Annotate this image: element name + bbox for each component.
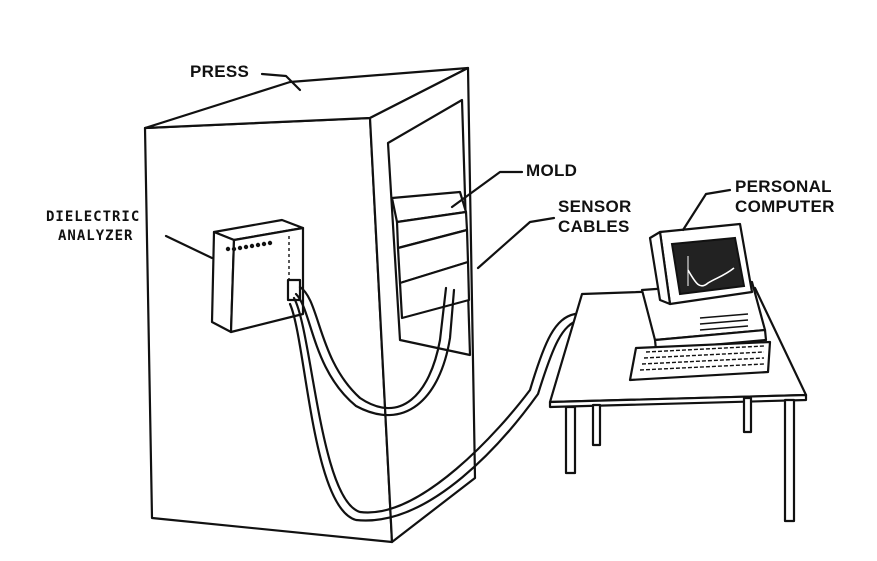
analyzer-front bbox=[229, 226, 305, 334]
sensor-cables-label-line1: SENSOR bbox=[558, 197, 632, 216]
cable-to-mold-b bbox=[294, 288, 456, 417]
monitor-screen bbox=[670, 236, 746, 296]
press-label: PRESS bbox=[190, 62, 250, 81]
cable-to-mold-a bbox=[298, 285, 448, 410]
cable-to-computer-a bbox=[292, 296, 642, 514]
dielectric-analyzer-box bbox=[210, 218, 305, 334]
personal-computer-label-line2: COMPUTER bbox=[735, 197, 835, 216]
personal-computer bbox=[628, 222, 772, 382]
table-leg-front-left bbox=[564, 405, 577, 475]
table-leg-back-left bbox=[591, 403, 602, 447]
keyboard-keys bbox=[639, 345, 765, 371]
press-leader bbox=[260, 72, 302, 92]
leader-lines bbox=[164, 72, 732, 270]
dielectric-analyzer-label-line2: ANALYZER bbox=[58, 228, 134, 244]
monitor-side bbox=[648, 230, 672, 306]
cable-to-computer-b bbox=[288, 302, 644, 522]
computer-drive-slots bbox=[699, 313, 749, 331]
table-edge bbox=[548, 393, 808, 409]
personal-computer-label-line1: PERSONAL bbox=[735, 177, 832, 196]
dielectric-analyzer-leader bbox=[164, 234, 214, 260]
dielectric-analyzer-label-line1: DIELECTRIC bbox=[46, 209, 141, 225]
press-front-face bbox=[143, 116, 394, 544]
screen-cure-curve bbox=[687, 267, 735, 287]
sensor-cables-label-line2: CABLES bbox=[558, 217, 630, 236]
mold-label: MOLD bbox=[526, 161, 578, 180]
table-leg-back-right bbox=[742, 396, 753, 434]
mold-leader bbox=[450, 170, 524, 209]
mold bbox=[390, 190, 471, 320]
personal-computer-leader bbox=[681, 188, 732, 232]
table-leg-front-right bbox=[783, 398, 796, 523]
sensor-cables bbox=[288, 285, 644, 522]
sensor-cables-leader bbox=[476, 216, 556, 270]
analyzer-indicator-lights bbox=[225, 240, 273, 252]
